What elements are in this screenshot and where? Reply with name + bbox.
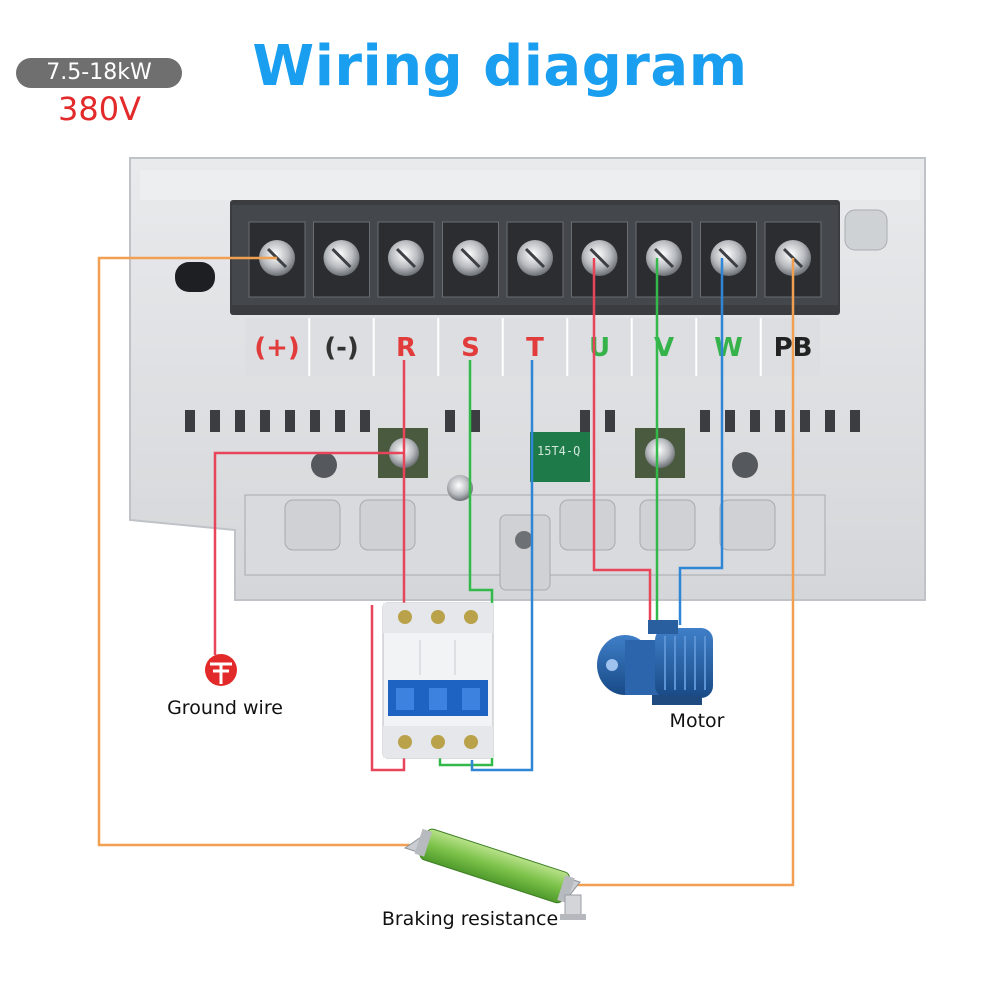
terminal-label-minus: (-) [324, 333, 359, 363]
motor-icon [597, 620, 713, 705]
ground-screw-right [645, 438, 675, 468]
motor-caption: Motor [670, 710, 725, 732]
terminal-label-v: V [654, 333, 674, 363]
terminal-label-r: R [396, 333, 416, 363]
terminal-label-t: T [526, 333, 544, 363]
ground-icon [205, 654, 237, 686]
page-title: Wiring diagram [252, 34, 748, 99]
terminal-label-plus: (+) [254, 333, 300, 363]
board-marking: 15T4-Q [537, 444, 580, 458]
terminal-label-u: U [589, 333, 610, 363]
ground-caption: Ground wire [167, 697, 283, 719]
wire-plus [97, 256, 410, 847]
braking-resistor-icon [403, 828, 586, 920]
wire-r [370, 360, 406, 772]
braking-caption: Braking resistance [382, 908, 558, 930]
terminal-label-s: S [461, 333, 480, 363]
wire-ground [213, 451, 404, 655]
wire-pb [575, 258, 795, 887]
terminal-block [248, 221, 822, 298]
wire-t [470, 360, 534, 772]
terminal-label-w: W [714, 333, 743, 363]
voltage-label: 380V [58, 90, 141, 128]
wire-w [678, 258, 724, 625]
power-range-badge: 7.5-18kW [16, 58, 182, 88]
wire-u [592, 258, 652, 625]
circuit-breaker-icon [382, 602, 494, 759]
